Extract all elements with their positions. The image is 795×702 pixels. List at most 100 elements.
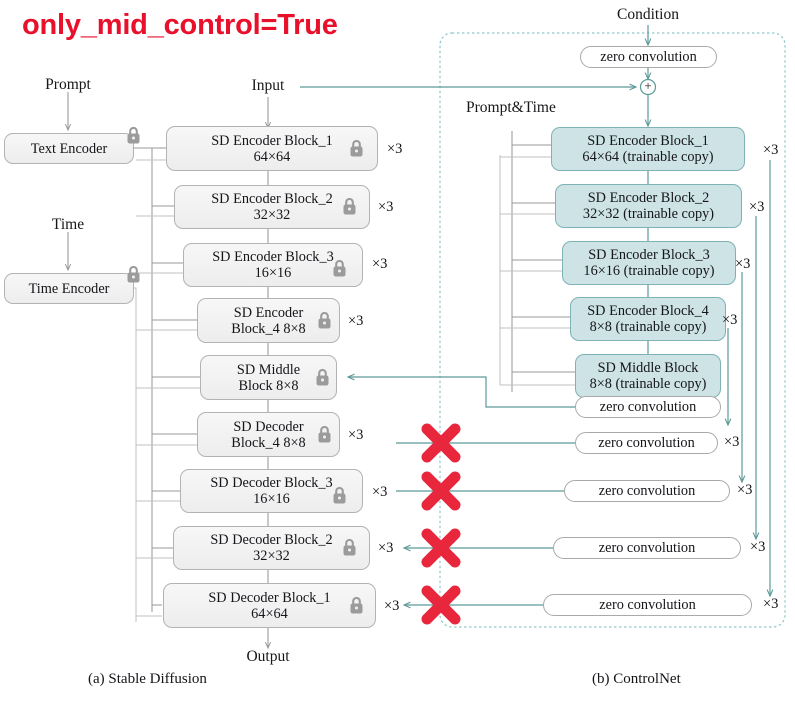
zero-conv-label: zero convolution	[598, 434, 695, 451]
time-encoder-label: Time Encoder	[28, 280, 110, 297]
block-line1: SD Middle Block	[597, 360, 699, 376]
controlnet-boundary	[439, 32, 786, 628]
block-line1: SD Encoder Block_3	[212, 249, 334, 265]
output-label: Output	[246, 648, 290, 665]
cn-block-encoder-3[interactable]: SD Encoder Block_3 16×16 (trainable copy…	[562, 241, 736, 285]
cn-block-encoder-2[interactable]: SD Encoder Block_2 32×32 (trainable copy…	[555, 184, 742, 228]
repeat-cn-encoder-3: ×3	[735, 256, 751, 272]
lock-icon-sd-decoder-1	[350, 596, 363, 614]
repeat-sd-encoder-2: ×3	[378, 199, 394, 215]
lock-icon-sd-middle	[316, 368, 329, 386]
lock-icon-sd-decoder-3	[333, 486, 346, 504]
lock-icon-sd-encoder-4	[318, 311, 331, 329]
block-line2: Block_4 8×8	[231, 434, 306, 451]
block-line1: SD Middle	[236, 361, 301, 378]
repeat-sd-encoder-4: ×3	[348, 313, 364, 329]
zero-convolution-decoder-3[interactable]: zero convolution	[564, 480, 730, 502]
sum-junction	[639, 78, 657, 96]
zero-convolution-decoder-1[interactable]: zero convolution	[543, 594, 752, 616]
sd-block-middle[interactable]: SD Middle Block 8×8	[200, 355, 337, 400]
block-line1: SD Decoder Block_3	[210, 475, 333, 491]
repeat-sd-decoder-4: ×3	[348, 427, 364, 443]
caption-controlnet: (b) ControlNet	[592, 671, 681, 687]
sd-block-decoder-2[interactable]: SD Decoder Block_2 32×32	[173, 526, 370, 570]
block-line1: SD Encoder Block_2	[587, 190, 710, 206]
sd-block-decoder-3[interactable]: SD Decoder Block_3 16×16	[180, 469, 363, 513]
lock-icon-sd-encoder-2	[343, 197, 356, 215]
lock-icon-sd-encoder-3	[333, 259, 346, 277]
cn-block-encoder-4[interactable]: SD Encoder Block_4 8×8 (trainable copy)	[570, 297, 726, 341]
page-title: only_mid_control=True	[22, 9, 338, 41]
blocked-connection-marks	[421, 423, 461, 625]
block-line2: 8×8 (trainable copy)	[589, 319, 707, 335]
caption-stable-diffusion: (a) Stable Diffusion	[88, 671, 207, 687]
block-line1: SD Encoder Block_1	[211, 132, 333, 149]
lock-icon-sd-decoder-2	[343, 538, 356, 556]
block-line2: 16×16 (trainable copy)	[583, 263, 715, 279]
block-line2: 64×64	[253, 148, 291, 165]
cn-block-middle[interactable]: SD Middle Block 8×8 (trainable copy)	[575, 354, 721, 398]
lock-icon-sd-decoder-4	[318, 425, 331, 443]
repeat-zc-decoder-1: ×3	[763, 596, 779, 612]
zero-convolution-decoder-2[interactable]: zero convolution	[553, 537, 741, 559]
block-line2: 64×64	[251, 605, 288, 622]
input-label: Input	[251, 77, 285, 94]
repeat-sd-decoder-3: ×3	[372, 484, 388, 500]
repeat-zc-decoder-4: ×3	[724, 434, 740, 450]
sd-block-decoder-1[interactable]: SD Decoder Block_1 64×64	[163, 583, 376, 628]
text-encoder-block[interactable]: Text Encoder	[4, 133, 134, 164]
lock-icon-time-encoder	[127, 265, 140, 283]
zero-convolution-decoder-4[interactable]: zero convolution	[575, 432, 718, 454]
block-line1: SD Decoder	[233, 418, 304, 435]
zero-conv-label: zero convolution	[598, 482, 696, 499]
block-line2: 16×16	[253, 491, 290, 507]
block-line2: 32×32	[253, 207, 291, 223]
cn-block-encoder-1[interactable]: SD Encoder Block_1 64×64 (trainable copy…	[551, 127, 745, 171]
x-mark-dec-2	[421, 528, 461, 568]
block-line2: 64×64 (trainable copy)	[582, 149, 714, 165]
block-line2: 16×16	[254, 265, 292, 281]
repeat-sd-decoder-2: ×3	[378, 540, 394, 556]
x-mark-dec-3	[421, 471, 461, 511]
prompt-time-label: Prompt&Time	[466, 99, 556, 116]
sd-block-encoder-4[interactable]: SD Encoder Block_4 8×8	[197, 298, 340, 343]
zero-conv-label: zero convolution	[600, 48, 697, 65]
x-mark-dec-1	[421, 585, 461, 625]
sd-block-encoder-3[interactable]: SD Encoder Block_3 16×16	[183, 243, 363, 287]
block-line1: SD Decoder Block_2	[210, 532, 333, 548]
block-line2: Block_4 8×8	[231, 320, 306, 337]
time-encoder-block[interactable]: Time Encoder	[4, 273, 134, 304]
block-line1: SD Encoder	[233, 304, 304, 321]
sd-block-encoder-1[interactable]: SD Encoder Block_1 64×64	[166, 126, 378, 171]
zero-conv-label: zero convolution	[598, 539, 696, 556]
repeat-cn-encoder-2: ×3	[749, 199, 765, 215]
repeat-sd-encoder-3: ×3	[372, 256, 388, 272]
sd-block-encoder-2[interactable]: SD Encoder Block_2 32×32	[174, 185, 370, 229]
lock-icon-sd-encoder-1	[350, 139, 363, 157]
repeat-zc-decoder-2: ×3	[750, 539, 766, 555]
zero-convolution-condition[interactable]: zero convolution	[580, 46, 717, 68]
repeat-cn-encoder-1: ×3	[763, 142, 779, 158]
repeat-sd-encoder-1: ×3	[387, 141, 403, 157]
sum-symbol: +	[644, 78, 652, 93]
condition-label: Condition	[616, 6, 679, 23]
repeat-sd-decoder-1: ×3	[384, 598, 400, 614]
zero-conv-label: zero convolution	[599, 398, 697, 415]
x-mark-dec-4	[421, 423, 461, 463]
block-line1: SD Encoder Block_2	[211, 191, 333, 207]
sd-block-decoder-4[interactable]: SD Decoder Block_4 8×8	[197, 412, 340, 457]
prompt-label: Prompt	[45, 76, 91, 93]
block-line1: SD Encoder Block_4	[587, 303, 709, 319]
zero-conv-label: zero convolution	[599, 596, 696, 613]
text-encoder-label: Text Encoder	[30, 140, 108, 157]
zero-convolution-middle[interactable]: zero convolution	[575, 396, 721, 418]
block-line2: 32×32	[253, 548, 290, 564]
block-line2: Block 8×8	[238, 377, 299, 394]
repeat-zc-decoder-3: ×3	[737, 482, 753, 498]
block-line1: SD Decoder Block_1	[208, 589, 331, 606]
block-line1: SD Encoder Block_3	[588, 247, 710, 263]
block-line2: 32×32 (trainable copy)	[582, 206, 715, 222]
block-line2: 8×8 (trainable copy)	[589, 376, 707, 392]
